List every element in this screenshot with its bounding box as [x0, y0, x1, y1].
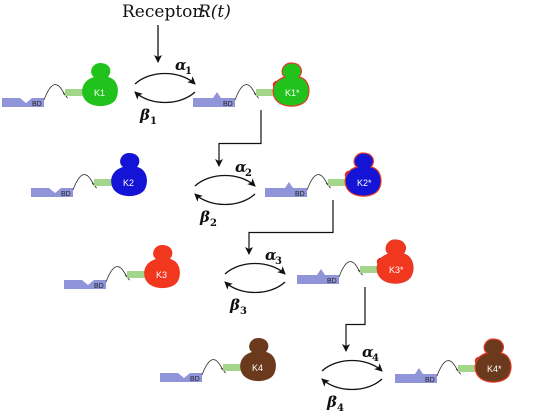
active-linker-block-1 — [256, 89, 284, 96]
active-linker-4 — [436, 360, 461, 377]
active-kinase-2 — [344, 152, 382, 197]
inactive-bd-label-3: BD — [94, 283, 104, 290]
forward-rate-index-1: 1 — [185, 66, 192, 77]
active-bd-domain-3 — [297, 269, 339, 284]
cascade-connector-3 — [342, 287, 366, 352]
cascade-connector-2 — [245, 200, 334, 255]
active-linker-block-2 — [328, 179, 356, 186]
active-bd-label-4: BD — [425, 377, 435, 384]
active-bd-domain-1 — [193, 92, 235, 107]
active-linker-block-4 — [458, 365, 486, 372]
forward-arrow-1 — [134, 72, 196, 85]
active-linker-3 — [338, 261, 363, 278]
backward-rate-index-3: 3 — [240, 306, 247, 317]
active-bd-domain-4 — [395, 368, 437, 383]
forward-rate-index-2: 2 — [245, 168, 252, 179]
inactive-kinase-4 — [240, 338, 276, 382]
backward-rate-symbol-3: β — [229, 296, 240, 314]
forward-rate-index-3: 3 — [275, 256, 282, 267]
backward-arrow-2 — [194, 193, 256, 206]
active-kinase-label-1: K1* — [285, 88, 300, 98]
backward-arrow-4 — [321, 378, 383, 391]
forward-rate-index-4: 4 — [372, 353, 379, 364]
active-kinase-4 — [474, 338, 512, 383]
backward-arrow-1 — [134, 91, 196, 104]
inactive-linker-2 — [72, 174, 97, 191]
active-bd-label-1: BD — [223, 101, 233, 108]
forward-rate-symbol-2: α — [235, 158, 247, 176]
active-kinase-1 — [272, 62, 310, 107]
inactive-bd-label-1: BD — [32, 101, 42, 108]
active-bd-domain-2 — [265, 182, 307, 197]
inactive-bd-domain-4 — [160, 373, 202, 382]
active-linker-2 — [306, 174, 331, 191]
inactive-bd-domain-3 — [64, 280, 106, 289]
inactive-bd-domain-1 — [2, 98, 44, 107]
forward-rate-symbol-1: α — [175, 56, 187, 74]
cascade-connector-1 — [215, 110, 262, 167]
backward-rate-index-1: 1 — [150, 116, 157, 127]
receptor-label: Receptor: — [122, 2, 206, 22]
backward-rate-symbol-1: β — [139, 106, 150, 124]
inactive-bd-domain-2 — [31, 188, 73, 197]
inactive-kinase-label-2: K2 — [123, 178, 134, 188]
inactive-kinase-2 — [111, 153, 147, 197]
active-kinase-label-4: K4* — [487, 364, 502, 374]
active-kinase-3 — [376, 239, 414, 284]
inactive-kinase-label-3: K3 — [156, 270, 167, 280]
inactive-linker-block-1 — [65, 89, 93, 96]
receptor-symbol: R(t) — [197, 2, 231, 22]
active-kinase-label-2: K2* — [357, 178, 372, 188]
forward-arrow-2 — [194, 174, 256, 187]
active-bd-label-3: BD — [327, 278, 337, 285]
inactive-linker-3 — [105, 266, 130, 283]
forward-arrow-4 — [321, 359, 383, 372]
inactive-linker-block-2 — [94, 179, 122, 186]
inactive-kinase-3 — [144, 245, 180, 289]
backward-rate-index-2: 2 — [210, 218, 217, 229]
active-kinase-label-3: K3* — [389, 265, 404, 275]
backward-arrow-3 — [224, 281, 286, 294]
inactive-linker-block-3 — [127, 271, 155, 278]
inactive-kinase-1 — [82, 63, 118, 107]
inactive-kinase-label-1: K1 — [94, 88, 105, 98]
active-linker-block-3 — [360, 266, 388, 273]
active-bd-label-2: BD — [295, 191, 305, 198]
inactive-bd-label-2: BD — [61, 191, 71, 198]
inactive-bd-label-4: BD — [190, 376, 200, 383]
backward-rate-symbol-4: β — [326, 393, 337, 411]
inactive-kinase-label-4: K4 — [252, 363, 263, 373]
backward-rate-index-4: 4 — [337, 403, 344, 414]
forward-rate-symbol-4: α — [362, 343, 374, 361]
active-linker-1 — [234, 84, 259, 101]
inactive-linker-4 — [201, 359, 226, 376]
forward-arrow-3 — [224, 262, 286, 275]
inactive-linker-block-4 — [223, 364, 251, 371]
forward-rate-symbol-3: α — [265, 246, 277, 264]
backward-rate-symbol-2: β — [199, 208, 210, 226]
inactive-linker-1 — [43, 84, 68, 101]
